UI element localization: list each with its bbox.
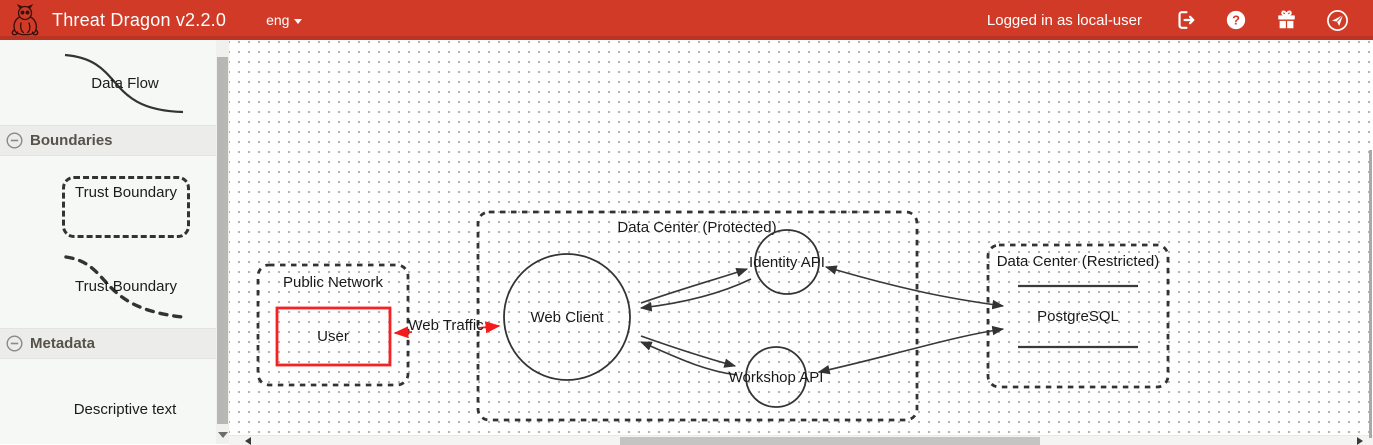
- flow-segment: [477, 321, 501, 334]
- collapse-minus-icon: [6, 132, 23, 149]
- data-flows: [639, 265, 1005, 376]
- brand-home-link[interactable]: Threat Dragon v2.2.0: [8, 4, 226, 36]
- sidebar-scroll-down-arrow[interactable]: [218, 432, 228, 438]
- flow-identity-postgresql[interactable]: [824, 265, 1005, 310]
- app-title: Threat Dragon v2.2.0: [52, 9, 227, 30]
- language-dropdown-value: eng: [266, 12, 290, 28]
- boundary-outline: [256, 263, 410, 387]
- canvas-hscrollbar-track[interactable]: [229, 435, 1373, 445]
- canvas-vscrollbar-thumb[interactable]: [1369, 150, 1372, 438]
- stencil-label: Data Flow: [91, 75, 159, 92]
- dragon-logo-icon: [11, 4, 39, 36]
- gift-button[interactable]: [1261, 0, 1312, 40]
- collapse-minus-icon: [6, 335, 23, 352]
- logout-button[interactable]: [1160, 0, 1211, 40]
- canvas-scroll-right-arrow[interactable]: [1357, 437, 1363, 445]
- section-label: Metadata: [30, 335, 96, 352]
- section-boundaries[interactable]: Boundaries: [0, 125, 216, 156]
- node-label: Workshop API: [729, 369, 824, 386]
- svg-text:?: ?: [1232, 13, 1240, 28]
- stencil-label: Descriptive text: [73, 401, 177, 418]
- data-flow-curve: [64, 53, 184, 114]
- share-button[interactable]: [1312, 0, 1363, 40]
- boundary-label: Data Center (Restricted): [997, 253, 1160, 270]
- help-button[interactable]: ?: [1211, 0, 1261, 40]
- flow-webclient-workshop[interactable]: [640, 335, 737, 368]
- flow-webclient-identity[interactable]: [640, 268, 749, 304]
- node-web-client[interactable]: Web Client: [503, 253, 631, 381]
- node-workshop-api[interactable]: Workshop API: [729, 346, 824, 408]
- node-label: PostgreSQL: [1037, 308, 1119, 325]
- node-user[interactable]: User: [275, 306, 392, 367]
- node-identity-api[interactable]: Identity API: [749, 229, 825, 295]
- flow-label: Web Traffic: [408, 317, 484, 334]
- login-status: Logged in as local-user: [986, 11, 1142, 29]
- canvas-hscrollbar-thumb[interactable]: [620, 437, 1040, 445]
- stencil-label: Trust Boundary: [75, 278, 177, 295]
- stencil-label: Trust Boundary: [75, 184, 177, 201]
- paper-plane-circle-icon: [1327, 9, 1348, 31]
- node-label: Web Client: [530, 309, 604, 326]
- node-postgresql[interactable]: PostgreSQL: [1018, 284, 1138, 349]
- flow-web-traffic[interactable]: Web Traffic: [393, 317, 501, 339]
- section-metadata[interactable]: Metadata: [0, 328, 216, 359]
- canvas-scroll-left-arrow[interactable]: [245, 437, 251, 445]
- flow-workshop-webclient[interactable]: [639, 341, 738, 376]
- stencil-trust-boundary-box[interactable]: Trust Boundary: [62, 176, 190, 238]
- process-outline: [754, 229, 820, 295]
- boundary-data-center-protected[interactable]: Data Center (Protected): [476, 210, 919, 422]
- gift-icon: [1278, 10, 1295, 29]
- actor-outline: [275, 306, 392, 367]
- flow-segment: [393, 326, 413, 339]
- threat-model-diagram: Public Network Data Center (Protected) D…: [256, 210, 1170, 422]
- question-circle-icon: ?: [1226, 10, 1246, 30]
- language-dropdown[interactable]: eng: [266, 12, 303, 28]
- flow-workshop-postgresql[interactable]: [817, 325, 1005, 375]
- sidebar-scrollbar-thumb[interactable]: [217, 57, 228, 424]
- process-outline: [503, 253, 631, 381]
- node-label: User: [317, 328, 349, 345]
- boundary-public-network[interactable]: Public Network: [256, 263, 410, 387]
- node-label: Identity API: [749, 254, 825, 271]
- boundary-outline: [986, 243, 1170, 389]
- top-navbar: Threat Dragon v2.2.0 eng Logged in as lo…: [0, 0, 1373, 40]
- sign-out-icon: [1178, 11, 1195, 29]
- diagram-canvas[interactable]: Public Network Data Center (Protected) D…: [229, 40, 1373, 445]
- boundary-label: Public Network: [283, 274, 384, 291]
- flow-identity-webclient[interactable]: [639, 278, 752, 312]
- sidebar-scrollbar-track[interactable]: [216, 40, 229, 444]
- stencil-sidebar: Data Flow Boundaries Trust Boundary Trus…: [0, 40, 229, 444]
- chevron-down-icon: [294, 18, 303, 24]
- process-outline: [745, 346, 807, 408]
- trust-boundary-curve: [64, 255, 184, 319]
- boundary-label: Data Center (Protected): [617, 219, 776, 236]
- section-label: Boundaries: [30, 132, 113, 149]
- boundary-data-center-restricted[interactable]: Data Center (Restricted): [986, 243, 1170, 389]
